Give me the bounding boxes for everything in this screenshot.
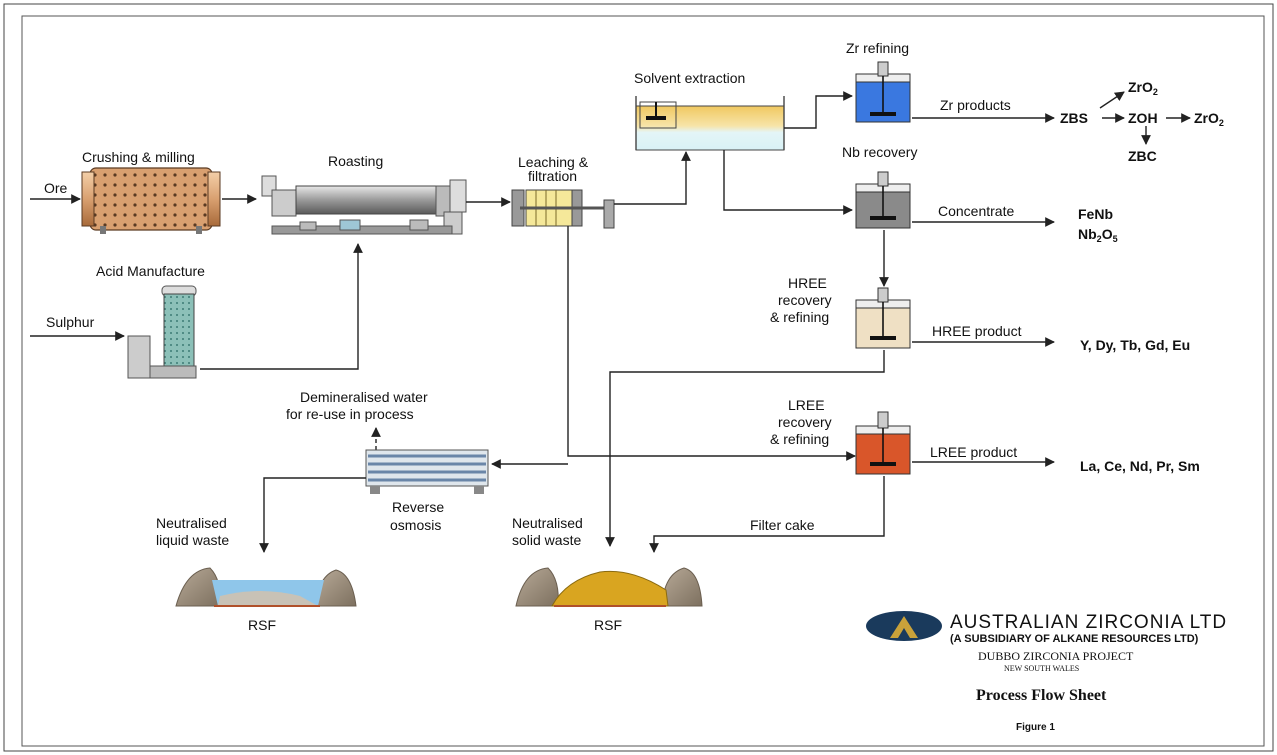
lree-label-1: LREE [788,397,825,413]
zoh-text: ZOH [1128,110,1158,126]
hree-to-solid-waste-arrow [605,350,885,547]
solvent-to-nb-arrow [723,150,853,215]
company-logo [866,611,942,641]
zbs-to-zro2-arrow [1099,91,1125,109]
leach-to-solvent-arrow [614,151,691,205]
solid-waste-label-2: solid waste [512,532,581,548]
leaching-label-2: filtration [528,168,577,184]
ore-label: Ore [44,180,68,196]
zr-refining-label: Zr refining [846,40,909,56]
nb-tank-icon [855,171,911,229]
ro-to-liquid-waste-arrow [259,477,366,553]
hree-label-3: & refining [770,309,829,325]
solvent-label: Solvent extraction [634,70,745,86]
mill-icon [81,167,221,234]
reverse-osmosis-icon [365,449,489,494]
figure-label: Figure 1 [1016,722,1055,733]
fenb-text: FeNb [1078,206,1113,222]
ro-label-2: osmosis [390,517,441,533]
lree-product-label: LREE product [930,444,1017,460]
lree-label-2: recovery [778,414,832,430]
rsf-liquid-pond-icon [175,567,357,607]
acid-to-roaster-arrow [200,243,363,370]
solvent-to-zr-arrow [784,91,853,129]
acid-plant-icon [127,285,197,379]
filter-cake-label: Filter cake [750,517,815,533]
inner-frame [21,15,1265,747]
rsf-solid-label: RSF [594,617,622,633]
project-name: DUBBO ZIRCONIA PROJECT [978,649,1134,663]
zro2-top-text: ZrO2 [1128,79,1158,97]
company-subsidiary: (A SUBSIDIARY OF ALKANE RESOURCES LTD) [950,633,1199,645]
hree-tank-icon [855,287,911,349]
zro2-right-text: ZrO2 [1194,110,1224,128]
lree-list-text: La, Ce, Nd, Pr, Sm [1080,458,1200,474]
rsf-liquid-label: RSF [248,617,276,633]
acid-label: Acid Manufacture [96,263,205,279]
concentrate-label: Concentrate [938,203,1014,219]
solid-waste-label-1: Neutralised [512,515,583,531]
filter-cake-arrow [649,476,885,553]
filter-press-icon [511,189,615,229]
hree-label-1: HREE [788,275,827,291]
demin-label-1: Demineralised water [300,389,428,405]
outer-frame [3,3,1274,752]
sheet-title: Process Flow Sheet [976,687,1107,704]
project-region: NEW SOUTH WALES [1004,664,1079,673]
demin-label-2: for re-use in process [286,406,414,422]
leach-to-lree-arrow [567,226,856,461]
hree-product-label: HREE product [932,323,1022,339]
lree-label-3: & refining [770,431,829,447]
hree-label-2: recovery [778,292,832,308]
zbs-text: ZBS [1060,110,1088,126]
roasting-label: Roasting [328,153,383,169]
hree-list-text: Y, Dy, Tb, Gd, Eu [1080,337,1190,353]
solvent-tank-icon [635,96,785,151]
company-name: AUSTRALIAN ZIRCONIA LTD [950,612,1227,633]
ro-label-1: Reverse [392,499,444,515]
liquid-waste-label-2: liquid waste [156,532,229,548]
leaching-label-1: Leaching & [518,154,589,170]
zbc-text: ZBC [1128,148,1157,164]
sulphur-label: Sulphur [46,314,95,330]
crushing-label: Crushing & milling [82,149,195,165]
zr-products-label: Zr products [940,97,1011,113]
nb-recovery-label: Nb recovery [842,144,917,160]
liquid-waste-label-1: Neutralised [156,515,227,531]
roaster-icon [261,175,467,235]
nb2o5-text: Nb2O5 [1078,226,1118,244]
lree-tank-icon [855,411,911,475]
zr-tank-icon [855,61,911,123]
rsf-solid-pond-icon [515,567,703,607]
